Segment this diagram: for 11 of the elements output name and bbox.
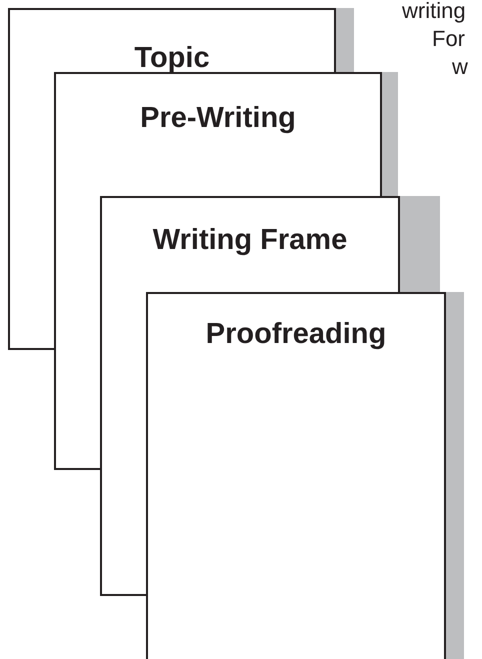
body-text: For: [432, 28, 465, 50]
body-text: w: [452, 56, 468, 78]
page-title: Writing Frame: [152, 226, 348, 255]
page-title: Pre-Writing: [140, 104, 296, 133]
page-title: Proofreading: [206, 320, 386, 349]
page-card: [146, 292, 446, 659]
page-card: [100, 196, 400, 292]
page-card: [54, 72, 382, 196]
page-card: [8, 8, 336, 72]
body-text: writing: [402, 0, 466, 22]
page-title: Topic: [134, 44, 210, 73]
